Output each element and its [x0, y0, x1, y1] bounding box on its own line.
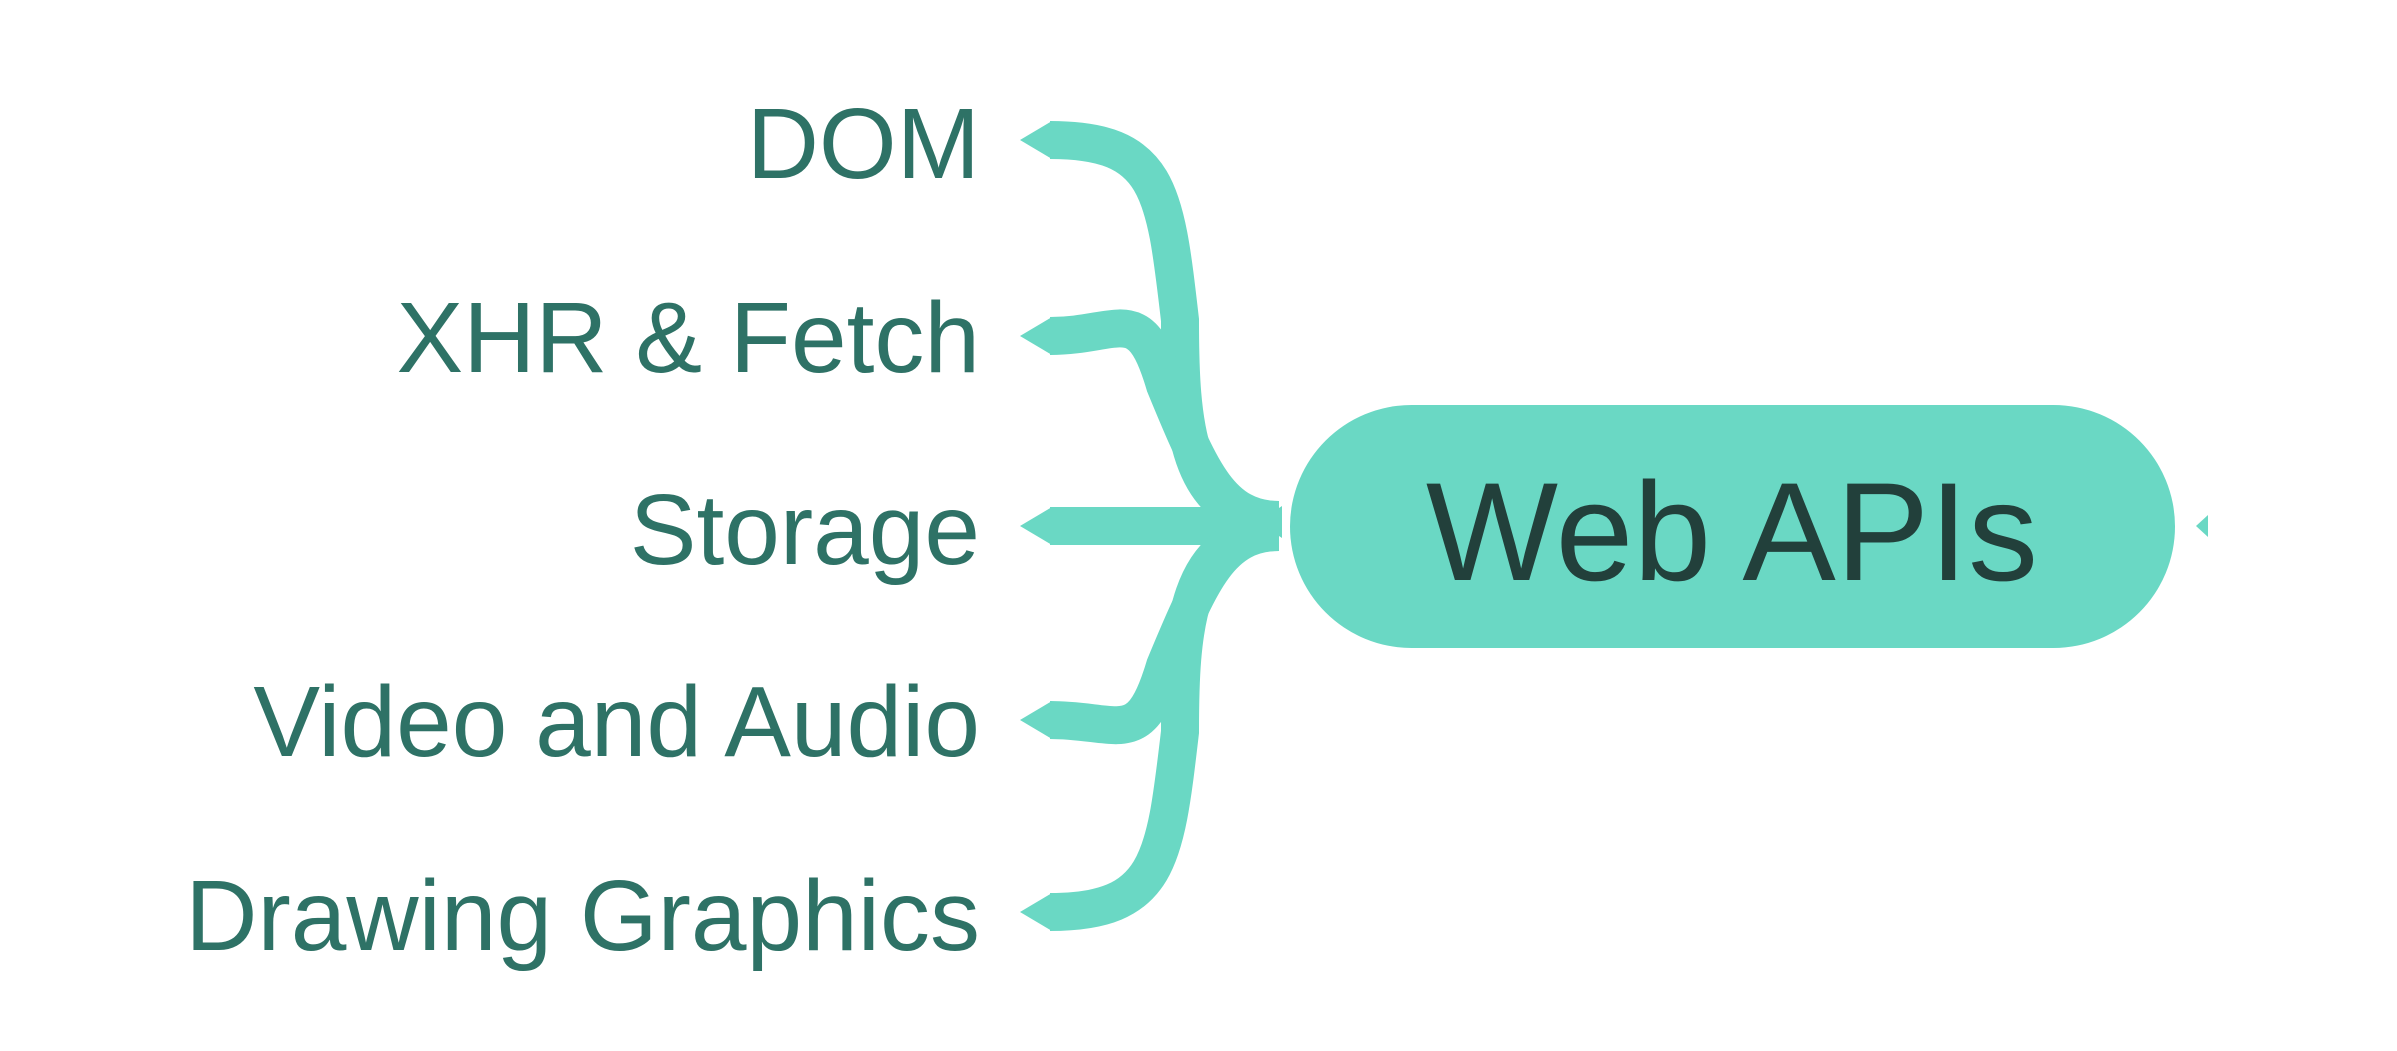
- branch-labels: DOM XHR & Fetch Storage Video and Audio …: [185, 88, 980, 972]
- tip-xhr-fetch: [1020, 317, 1052, 355]
- connector-drawing-graphics: [1049, 513, 1280, 931]
- tip-video-audio: [1020, 701, 1052, 739]
- root-node-label: Web APIs: [1426, 453, 2038, 610]
- connector-xhr-fetch: [1049, 309, 1280, 539]
- branch-label-dom[interactable]: DOM: [747, 88, 980, 200]
- connector-tips: [1020, 121, 2208, 931]
- root-node[interactable]: Web APIs: [1290, 405, 2175, 648]
- connectors: [1049, 121, 1280, 931]
- branch-label-drawing-graphics[interactable]: Drawing Graphics: [185, 860, 980, 972]
- tip-drawing-graphics: [1020, 893, 1052, 931]
- root-node-background: [1290, 405, 2175, 648]
- tip-root-right: [2196, 515, 2208, 537]
- tip-storage: [1020, 507, 1052, 545]
- tip-root-left: [1258, 506, 1282, 538]
- tip-dom: [1020, 121, 1052, 159]
- branch-label-storage[interactable]: Storage: [630, 474, 980, 586]
- branch-label-video-audio[interactable]: Video and Audio: [253, 666, 980, 778]
- branch-label-xhr-fetch[interactable]: XHR & Fetch: [397, 282, 981, 394]
